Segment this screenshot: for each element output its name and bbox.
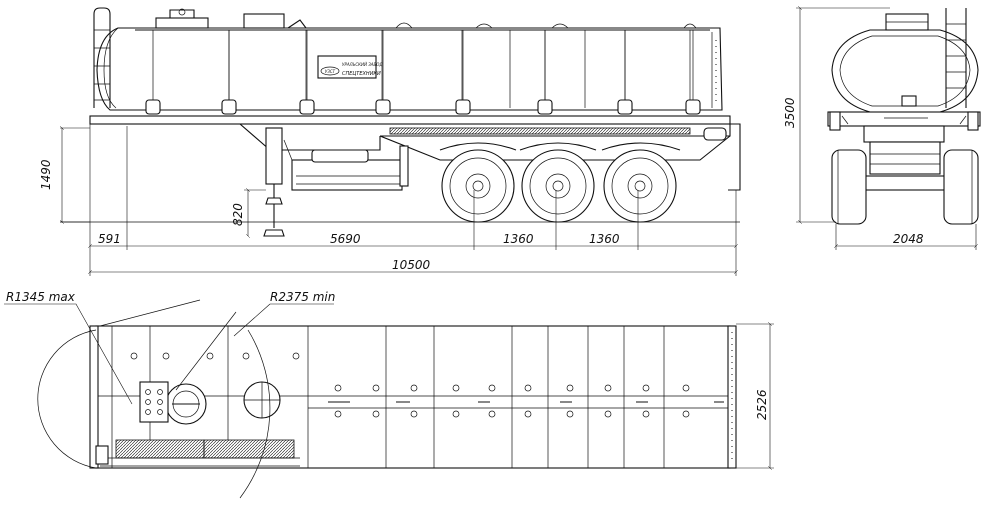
chassis-frame: [89, 115, 741, 191]
rear-chassis: [827, 111, 981, 225]
dim-axle-spacing-1: 1360: [503, 232, 534, 246]
dim-turning-radius: R2375 min: [270, 290, 335, 304]
dim-overall-height: 3500: [783, 97, 797, 128]
top-bolts: [130, 352, 724, 418]
dim-kingpin-offset: 591: [98, 232, 121, 246]
plate-line1: УРАЛЬСКИЙ ЗАВОД: [342, 62, 383, 67]
dim-overall-length: 10500: [392, 258, 431, 272]
rear-view: 3500 2048: [783, 8, 981, 250]
walkway-grating: [95, 439, 300, 467]
top-fittings: [135, 8, 710, 31]
top-view: R1345 max R2375 min 2526: [4, 290, 774, 499]
axle-wheels: [439, 142, 681, 223]
dim-frame-height: 1490: [39, 159, 53, 190]
tank-body: [96, 27, 723, 111]
plate-line2: СПЕЦТЕХНИКИ: [342, 71, 381, 77]
dim-front-radius: R1345 max: [6, 290, 76, 304]
side-view: УЗСТ УРАЛЬСКИЙ ЗАВОД СПЕЦТЕХНИКИ: [39, 7, 741, 276]
dim-landing-gear-height: 820: [231, 203, 245, 226]
rear-dimensions: 3500 2048: [783, 8, 976, 250]
plate-logo: УЗСТ: [325, 69, 336, 74]
dim-axle-spacing-2: 1360: [589, 232, 620, 246]
top-hatches: [139, 381, 281, 425]
manufacturer-plate: УЗСТ УРАЛЬСКИЙ ЗАВОД СПЕЦТЕХНИКИ: [317, 55, 383, 79]
wheel-3: [603, 149, 677, 223]
top-dimensions: 2526: [736, 324, 774, 468]
rear-tank: [831, 13, 979, 113]
turning-arcs: R1345 max R2375 min: [4, 290, 335, 499]
wheel-1: [441, 149, 515, 223]
top-tank-outline: [89, 325, 737, 469]
side-dimensions: 591 5690 1360 1360 10500 1490 820: [39, 124, 736, 276]
front-ladder: [93, 7, 111, 108]
dim-width: 2048: [893, 232, 924, 246]
rear-ladder: [945, 8, 967, 108]
tank-straps: [145, 30, 701, 115]
wheel-2: [521, 149, 595, 223]
dim-kingpin-to-axle: 5690: [330, 232, 361, 246]
landing-gear: [263, 127, 409, 237]
dim-overall-width: 2526: [755, 389, 769, 420]
